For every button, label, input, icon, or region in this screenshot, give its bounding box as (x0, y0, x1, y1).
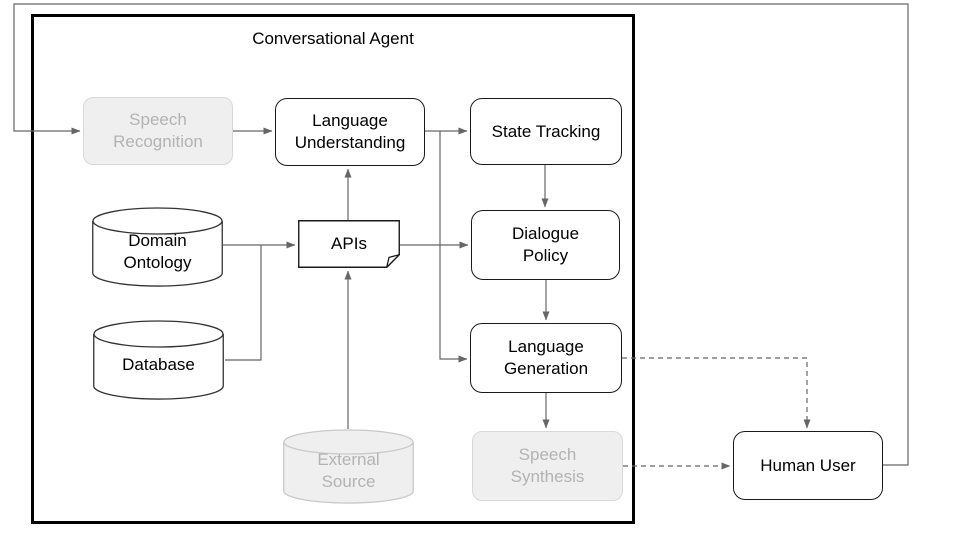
node-human-user: Human User (733, 431, 883, 500)
external-source-label: External Source (317, 450, 380, 491)
domain-ontology-label: Domain Ontology (123, 230, 192, 272)
language-generation-label: Language Generation (503, 337, 589, 378)
node-state-tracking: State Tracking (470, 98, 622, 165)
node-external-source: External Source (283, 429, 414, 504)
edge-language-generation-to-human-user (622, 357, 811, 429)
document-shape (298, 220, 400, 268)
state-tracking-label: State Tracking (491, 121, 601, 141)
apis-label: APIs (331, 234, 367, 254)
diagram-title: Conversational Agent (252, 29, 414, 48)
node-language-generation: Language Generation (470, 323, 622, 393)
edge-language-understanding-to-language-generation (439, 131, 468, 363)
node-domain-ontology: Domain Ontology (92, 207, 223, 287)
edge-human-user-to-speech-recognition (13, 3, 909, 466)
speech-synthesis-label: Speech Synthesis (510, 445, 585, 486)
node-dialogue-policy: Dialogue Policy (471, 210, 620, 280)
human-user-label: Human User (760, 455, 856, 475)
cylinder-shape (93, 320, 224, 400)
edge-database-to-apis-junction (225, 245, 262, 361)
node-database: Database (93, 320, 224, 400)
cylinder-shape (283, 429, 414, 504)
node-speech-synthesis: Speech Synthesis (472, 431, 623, 501)
database-label: Database (122, 354, 195, 374)
language-understanding-label: Language Understanding (294, 111, 406, 152)
node-apis: APIs (298, 220, 400, 268)
node-speech-recognition: Speech Recognition (83, 97, 233, 165)
speech-recognition-label: Speech Recognition (113, 110, 203, 151)
dialogue-policy-label: Dialogue Policy (511, 224, 580, 265)
cylinder-shape (92, 207, 223, 287)
node-language-understanding: Language Understanding (275, 98, 425, 166)
